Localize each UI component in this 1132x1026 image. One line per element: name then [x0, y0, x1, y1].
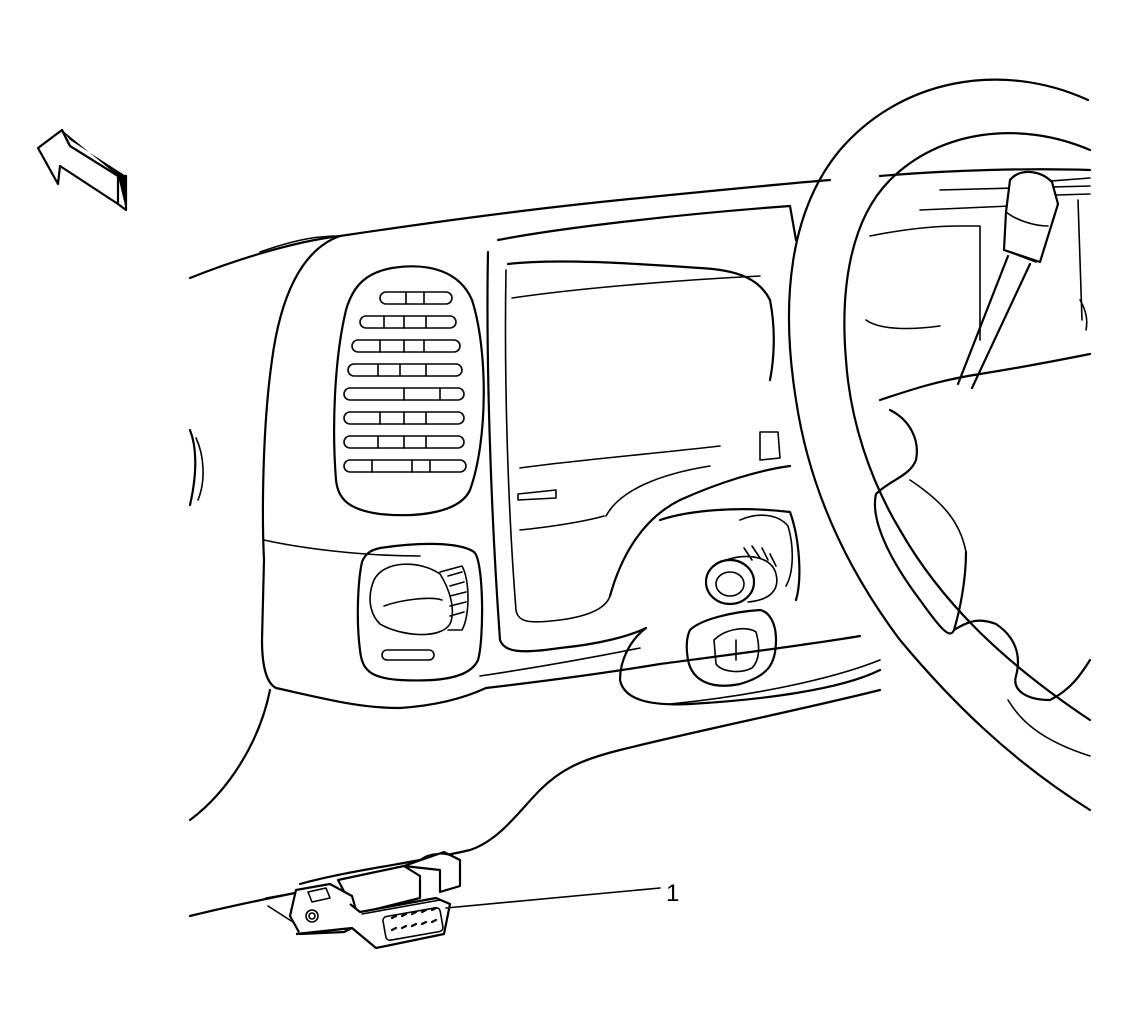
diagnostic-connector — [265, 850, 462, 950]
vent-louvers — [343, 291, 467, 473]
front-of-vehicle-arrow-icon — [36, 128, 128, 212]
left-panel — [260, 234, 488, 710]
instrument-cluster — [486, 204, 798, 653]
steering-wheel — [787, 78, 1092, 812]
dash-lower-edge — [188, 688, 882, 918]
callout-label: 1 — [666, 880, 679, 907]
center-console — [479, 626, 882, 706]
callout-1: 1 — [445, 880, 679, 909]
dash-left-edge — [188, 428, 272, 822]
air-vent — [333, 265, 485, 517]
headlamp-switch — [356, 542, 484, 682]
dash-top — [188, 168, 1092, 280]
turn-signal-lever — [956, 170, 1060, 390]
steering-column-controls — [658, 431, 801, 687]
